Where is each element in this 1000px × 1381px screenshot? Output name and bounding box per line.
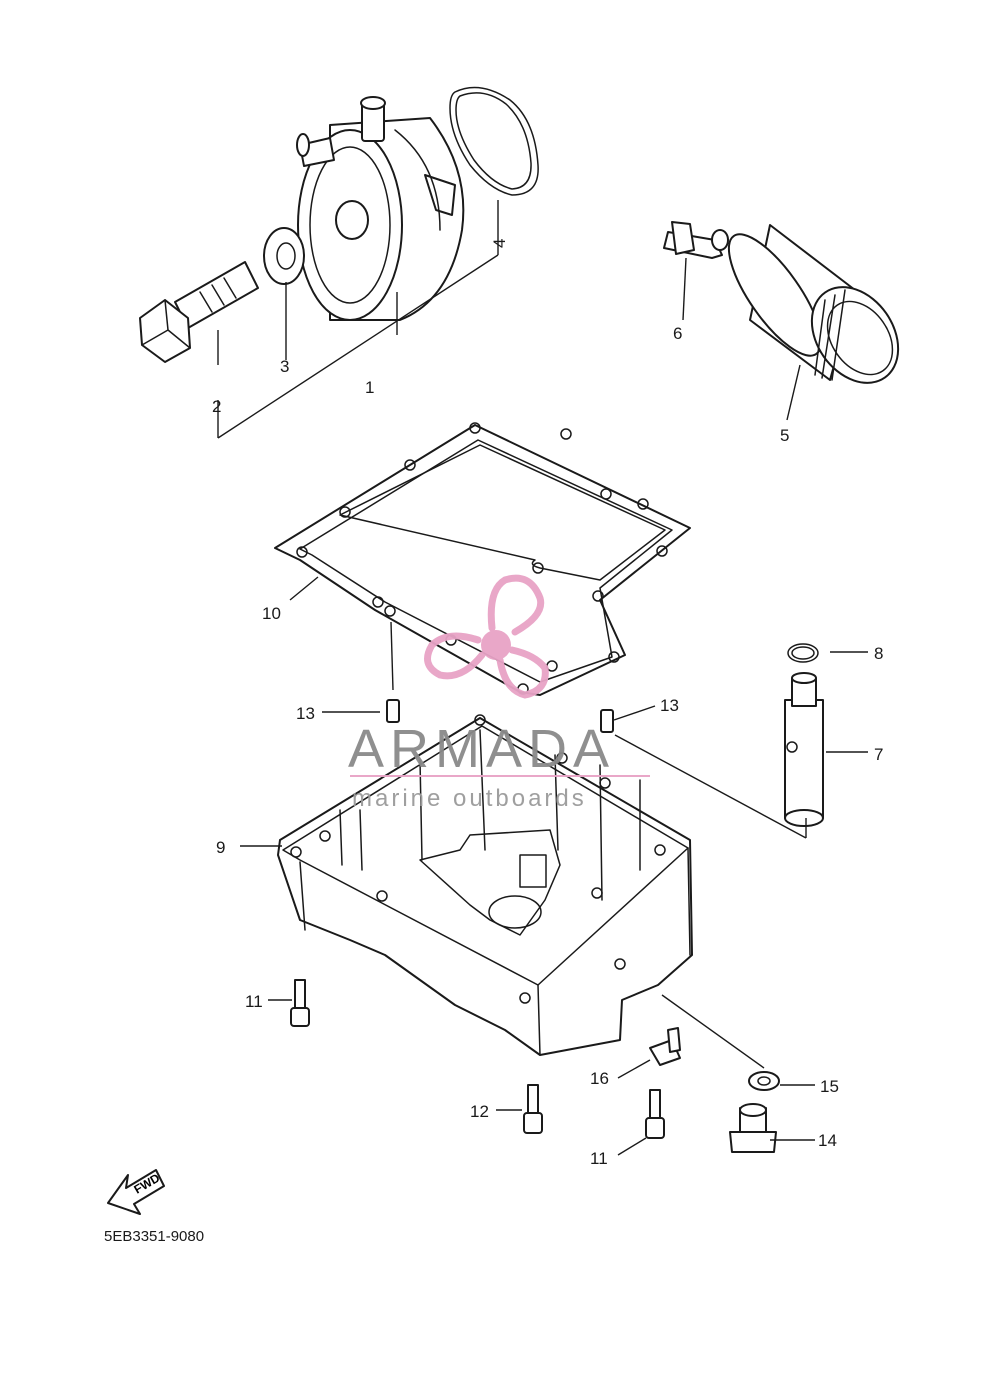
callout-11-left: 11 bbox=[245, 992, 263, 1011]
gasket-3[interactable] bbox=[263, 227, 305, 285]
callout-9: 9 bbox=[216, 838, 225, 857]
callout-5: 5 bbox=[780, 426, 789, 445]
callout-13-left: 13 bbox=[296, 704, 315, 723]
callout-2: 2 bbox=[212, 397, 221, 416]
dowel-pin-13-right[interactable] bbox=[600, 709, 614, 733]
leader-lines bbox=[217, 200, 868, 1156]
watermark-subtitle: marine outboards bbox=[352, 785, 587, 812]
callout-12: 12 bbox=[470, 1102, 489, 1121]
armada-watermark: ARMADA marine outboards bbox=[348, 574, 650, 812]
propeller-hub-icon bbox=[481, 630, 511, 660]
oil-filter-5[interactable] bbox=[713, 222, 916, 400]
oil-cooler[interactable] bbox=[296, 96, 465, 321]
watermark-brand: ARMADA bbox=[348, 719, 615, 779]
callout-8: 8 bbox=[874, 644, 883, 663]
dowel-pin-13-left[interactable] bbox=[386, 699, 400, 723]
union-bolt-6[interactable] bbox=[663, 221, 729, 259]
o-ring-8[interactable] bbox=[787, 643, 819, 663]
callout-16: 16 bbox=[590, 1069, 609, 1088]
oil-pan-9[interactable] bbox=[277, 714, 693, 1056]
callout-13-right: 13 bbox=[660, 696, 679, 715]
callout-15: 15 bbox=[820, 1077, 839, 1096]
callout-3: 3 bbox=[280, 357, 289, 376]
propeller-logo-icon bbox=[424, 574, 549, 699]
o-ring-4[interactable] bbox=[449, 86, 539, 196]
bolt-11-left[interactable] bbox=[290, 979, 310, 1027]
bolt-12[interactable] bbox=[523, 1084, 543, 1134]
drawing-code: 5EB3351-9080 bbox=[104, 1228, 204, 1245]
bolt-11-right[interactable] bbox=[645, 1089, 665, 1139]
callout-11-right: 11 bbox=[590, 1149, 608, 1168]
callout-6: 6 bbox=[673, 324, 682, 343]
drain-plug-14[interactable] bbox=[729, 1103, 777, 1153]
fwd-arrow-icon: FWD bbox=[107, 1169, 165, 1215]
callouts: 1 2 3 4 5 6 7 8 9 10 11 11 12 13 13 14 1… bbox=[212, 239, 883, 1168]
clamp-16[interactable] bbox=[649, 1027, 681, 1066]
callout-10: 10 bbox=[262, 604, 281, 623]
callout-7: 7 bbox=[874, 745, 883, 764]
pipe-7[interactable] bbox=[784, 672, 824, 827]
union-bolt-2[interactable] bbox=[139, 261, 259, 363]
callout-14: 14 bbox=[818, 1131, 837, 1150]
callout-4: 4 bbox=[490, 239, 509, 248]
callout-1: 1 bbox=[365, 378, 374, 397]
gasket-15[interactable] bbox=[748, 1071, 780, 1091]
